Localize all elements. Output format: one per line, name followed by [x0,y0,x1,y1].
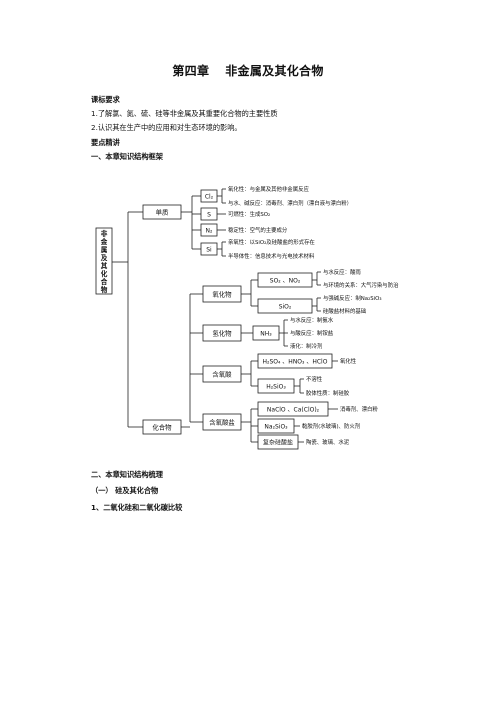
oxide-label: 氧化物 [212,290,232,299]
compound-label: 化合物 [152,423,172,432]
na2sio3-use-text: 黏胶剂(水玻璃)、防火剂 [302,422,360,430]
nh3-water-text: 与水反应：制氨水 [290,316,334,324]
si-semiconductor-text: 半导体性：信息技术与光电技术材料 [228,252,315,260]
h2sio3-label: H₂SiO₃ [266,384,286,391]
n2-label: N₂ [206,228,213,235]
sio2-silicate-text: 硅酸盐材料的基础 [323,307,366,315]
root-label-char: 非 [101,229,108,238]
nh3-acid-text: 与酸反应：制铵盐 [290,329,334,337]
cl2-label: Cl₂ [205,194,214,201]
hypochlorite-use-text: 消毒剂、漂白粉 [340,405,378,413]
requirement-1: 1.了解氯、氮、硫、硅等非金属及其重要化合物的主要性质 [91,109,278,118]
so2-environment-text: 与环境的关系：大气污染与防治 [323,281,399,289]
root-label: 非金属及其化合物 [100,229,108,294]
na2sio3-label: Na₂SiO₃ [264,424,288,431]
requirements-heading: 课标要求 [91,95,120,104]
oxysalt-label: 含氧酸盐 [209,418,235,427]
complex-silicate-use-text: 陶瓷、玻璃、水泥 [306,438,350,446]
root-label-char: 化 [101,269,108,278]
so2-no2-label: SO₂ 、NO₂ [270,278,301,285]
cl2-reaction-text: 与水、碱反应：消毒剂、漂白剂（漂白液与漂白粉） [228,199,352,207]
strong-acids-label: H₂SO₄ 、HNO₃ 、HClO [263,359,328,366]
s-label: S [207,212,211,219]
root-label-char: 金 [100,237,108,246]
requirement-2: 2.认识其在生产中的应用和对生态环境的影响。 [91,123,242,132]
chapter-name: 非金属及其化合物 [225,64,324,78]
page-title: 第四章 非金属及其化合物 [0,62,496,79]
cl2-oxidizing-text: 氧化性：与金属及其他非金属反应 [228,185,309,193]
section-1-heading: 一、本章知识结构框架 [91,152,163,161]
root-label-char: 物 [101,285,108,294]
nh3-liquefy-text: 液化：制冷剂 [290,342,322,350]
si-oxophilic-text: 亲氧性：以SiO₂及硅酸盐的形式存在 [228,238,315,246]
knowledge-structure-diagram: 非金属及其化合物 单质 Cl₂ 氧化性：与金属及其他非金属反应 与水、碱反应：消… [95,185,399,450]
sio2-label: SiO₂ [279,304,292,311]
root-label-char: 属 [101,245,108,254]
n2-stability-text: 稳定性：空气的主要成分 [228,226,288,234]
root-box [95,227,113,295]
acids-oxidizing-text: 氧化性 [340,357,357,365]
so2-water-text: 与水反应：酸雨 [323,268,361,276]
section-2-heading: 二、本章知识结构梳理 [91,470,163,479]
simple-substance-label: 单质 [156,208,169,217]
root-label-char: 合 [100,277,108,286]
s-combustibility-text: 可燃性：生成SO₂ [228,210,270,218]
item-1-heading: 1、二氧化硅和二氧化碳比较 [91,503,183,512]
summary-heading: 要点精讲 [91,138,120,147]
complex-silicate-label: 复杂硅酸盐 [263,439,293,447]
hydride-label: 氢化物 [212,329,232,338]
h2sio3-insoluble-text: 不溶性 [306,375,323,383]
si-label: Si [206,247,212,254]
root-label-char: 及 [101,254,108,262]
sio2-base-text: 与强碱反应：制Na₂SiO₃ [323,294,382,302]
h2sio3-colloid-text: 胶体性质：制硅胶 [306,389,350,397]
nh3-label: NH₃ [260,331,272,338]
subsection-1-heading: （一） 硅及其化合物 [91,486,159,495]
root-label-char: 其 [101,261,108,270]
hypochlorite-label: NaClO 、Ca(ClO)₂ [267,407,320,414]
oxyacid-label: 含氧酸 [212,370,232,379]
chapter-number: 第四章 [172,64,210,78]
